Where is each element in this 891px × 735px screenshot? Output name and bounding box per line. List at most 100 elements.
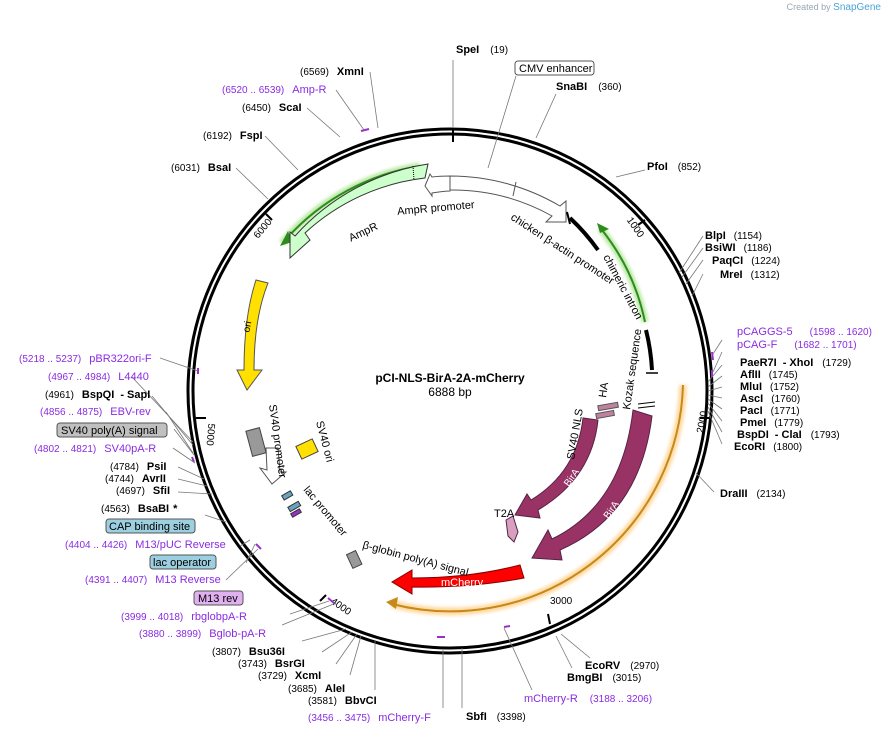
enzyme-bspdi: BspDI- ClaI(1793) [737, 429, 840, 441]
sv40-promoter-box [245, 427, 267, 457]
box-lac-operator [149, 554, 217, 570]
enzyme-paci: PacI(1771) [740, 405, 800, 417]
lac-operator-box [287, 500, 302, 513]
primer-mark [360, 128, 370, 132]
primer-bglob-pa-r: (3880 .. 3899)Bglob-pA-R [139, 628, 266, 640]
boxed-m13-rev: M13 rev [198, 593, 238, 605]
backbone-outer [186, 127, 714, 655]
label-t2a: T2A [494, 508, 515, 520]
enzyme-sbfi: SbfI(3398) [466, 711, 526, 723]
enzyme-bsu36i: (3807)Bsu36I [212, 646, 285, 658]
amp-r-arrow [289, 163, 429, 260]
lac-promoter-arrow [258, 447, 288, 485]
credit-brand: SnapGene [833, 2, 881, 13]
primer-m13-reverse: (4391 .. 4407)M13 Reverse [85, 574, 221, 586]
primer-pbr322ori-f: (5218 .. 5237)pBR322ori-F [19, 353, 152, 365]
enzyme-paer7i: PaeR7I- XhoI(1729) [740, 357, 851, 369]
sv40-ori-box [295, 438, 319, 460]
label-sv40-ori: SV40 ori [313, 420, 336, 464]
label-chicken-promoter: chicken β-actin promoter [508, 211, 616, 287]
primer-m13-puc-reverse: (4404 .. 4426)M13/pUC Reverse [65, 539, 226, 551]
enzyme-xcmi: (3729)XcmI [258, 670, 321, 682]
enzyme-pfoi: PfoI(852) [647, 161, 701, 173]
chimeric-intron-bar [568, 216, 600, 252]
enzyme-spei: SpeI(19) [456, 44, 508, 56]
features-layer [236, 163, 658, 595]
enzyme-fspi: (6192)FspI [203, 130, 263, 142]
primer-mark [327, 597, 335, 604]
primer-sv40pa-r: (4802 .. 4821)SV40pA-R [34, 443, 156, 455]
label-kozak: Kozak sequence [621, 328, 644, 410]
amp-r-divider [412, 165, 415, 181]
chimeric-line [601, 229, 646, 323]
primer-l4440: (4967 .. 4984)L4440 [48, 371, 149, 383]
tick-2000: 2000 [695, 410, 710, 434]
label-ori: ori [242, 320, 255, 333]
backbone-inner [191, 132, 709, 650]
primer-pcagf: pCAG-F(1682 .. 1701) [737, 339, 857, 351]
cmv-divider [512, 181, 517, 197]
enzyme-paqci: PaqCI(1224) [712, 255, 780, 267]
ha-box [597, 401, 619, 412]
enzyme-avrii: (4744)AvrII [105, 473, 166, 485]
cap-site-box [280, 490, 294, 501]
primer-amp-r: (6520 .. 6539)Amp-R [222, 84, 327, 96]
boxed-lac-operator: lac operator [153, 557, 211, 569]
bira-arrow-2 [531, 409, 653, 561]
kozak-mark [637, 401, 656, 405]
label-beta-globin: β-globin poly(A) signal [361, 539, 469, 579]
tick-4000: 4000 [328, 596, 353, 618]
enzyme-scai: (6450)ScaI [242, 102, 302, 114]
plasmid-length: 6888 bp [428, 385, 472, 399]
box-cmv-enhancer [514, 60, 595, 76]
enzyme-bmgbi: BmgBI(3015) [567, 672, 641, 684]
tick-5000: 5000 [203, 423, 216, 447]
tick-mark [547, 613, 551, 625]
box-m13-rev [193, 590, 244, 606]
enzyme-bsabi: (4563)BsaBI* [101, 503, 178, 515]
tick-mark [637, 219, 646, 226]
box-cap-site [105, 518, 196, 534]
label-ha: HA [597, 381, 611, 398]
primer-mcherry-f: (3456 .. 3475)mCherry-F [308, 712, 431, 724]
chimeric-head [597, 223, 609, 233]
t2a-arrow [505, 515, 519, 543]
orange-head [386, 597, 398, 609]
enzyme-labels: SpeI(19) SnaBI(360) PfoI(852) BlpI(1154)… [19, 44, 872, 724]
enzyme-ecori: EcoRI(1800) [734, 441, 802, 453]
primer-ebv-rev: (4856 .. 4875)EBV-rev [40, 406, 151, 418]
enzyme-bsai: (6031)BsaI [171, 162, 231, 174]
primer-mark [711, 351, 714, 361]
label-amp-r-promoter: AmpR promoter [397, 199, 476, 218]
amp-r-promoter-arrow [424, 172, 451, 198]
beta-globin-box [345, 549, 363, 570]
snapgene-credit: Created by SnapGene [787, 2, 881, 13]
enzyme-mlui: MluI(1752) [740, 381, 799, 393]
tick-mark [319, 594, 327, 602]
mcherry-arrow [391, 564, 525, 595]
enzyme-blpi: BlpI(1154) [705, 230, 762, 242]
cmv-enhancer-arrow [449, 175, 567, 223]
primer-mark [255, 543, 262, 550]
enzyme-krei: MreI(1312) [720, 269, 780, 281]
primer-marks [191, 128, 714, 638]
enzyme-aflii: AflII(1745) [740, 369, 798, 381]
chimeric-intron-bar-2 [644, 329, 654, 371]
credit-prefix: Created by [786, 2, 831, 12]
enzyme-sfii: (4697)SfiI [116, 485, 170, 497]
intron-tick [566, 211, 571, 225]
primer-mark [503, 625, 511, 628]
enzyme-bsrgi: (3743)BsrGI [238, 658, 305, 670]
primer-pcaggs5: pCAGGS-5(1598 .. 1620) [737, 326, 872, 338]
boxed-sv40-polya: SV40 poly(A) signal [61, 425, 158, 437]
enzyme-bsiwi: BsiWI(1186) [705, 242, 772, 254]
label-amp-r: AmpR [347, 221, 380, 245]
enzyme-asci: AscI(1760) [740, 393, 800, 405]
leader-lines [131, 60, 723, 708]
boxed-cmv-enhancer: CMV enhancer [519, 63, 593, 75]
enzyme-psii: (4784)PsiI [110, 461, 166, 473]
nls-box [595, 409, 615, 420]
m13-box [289, 508, 303, 518]
primer-mcherry-r: mCherry-R(3188 .. 3206) [524, 693, 652, 705]
